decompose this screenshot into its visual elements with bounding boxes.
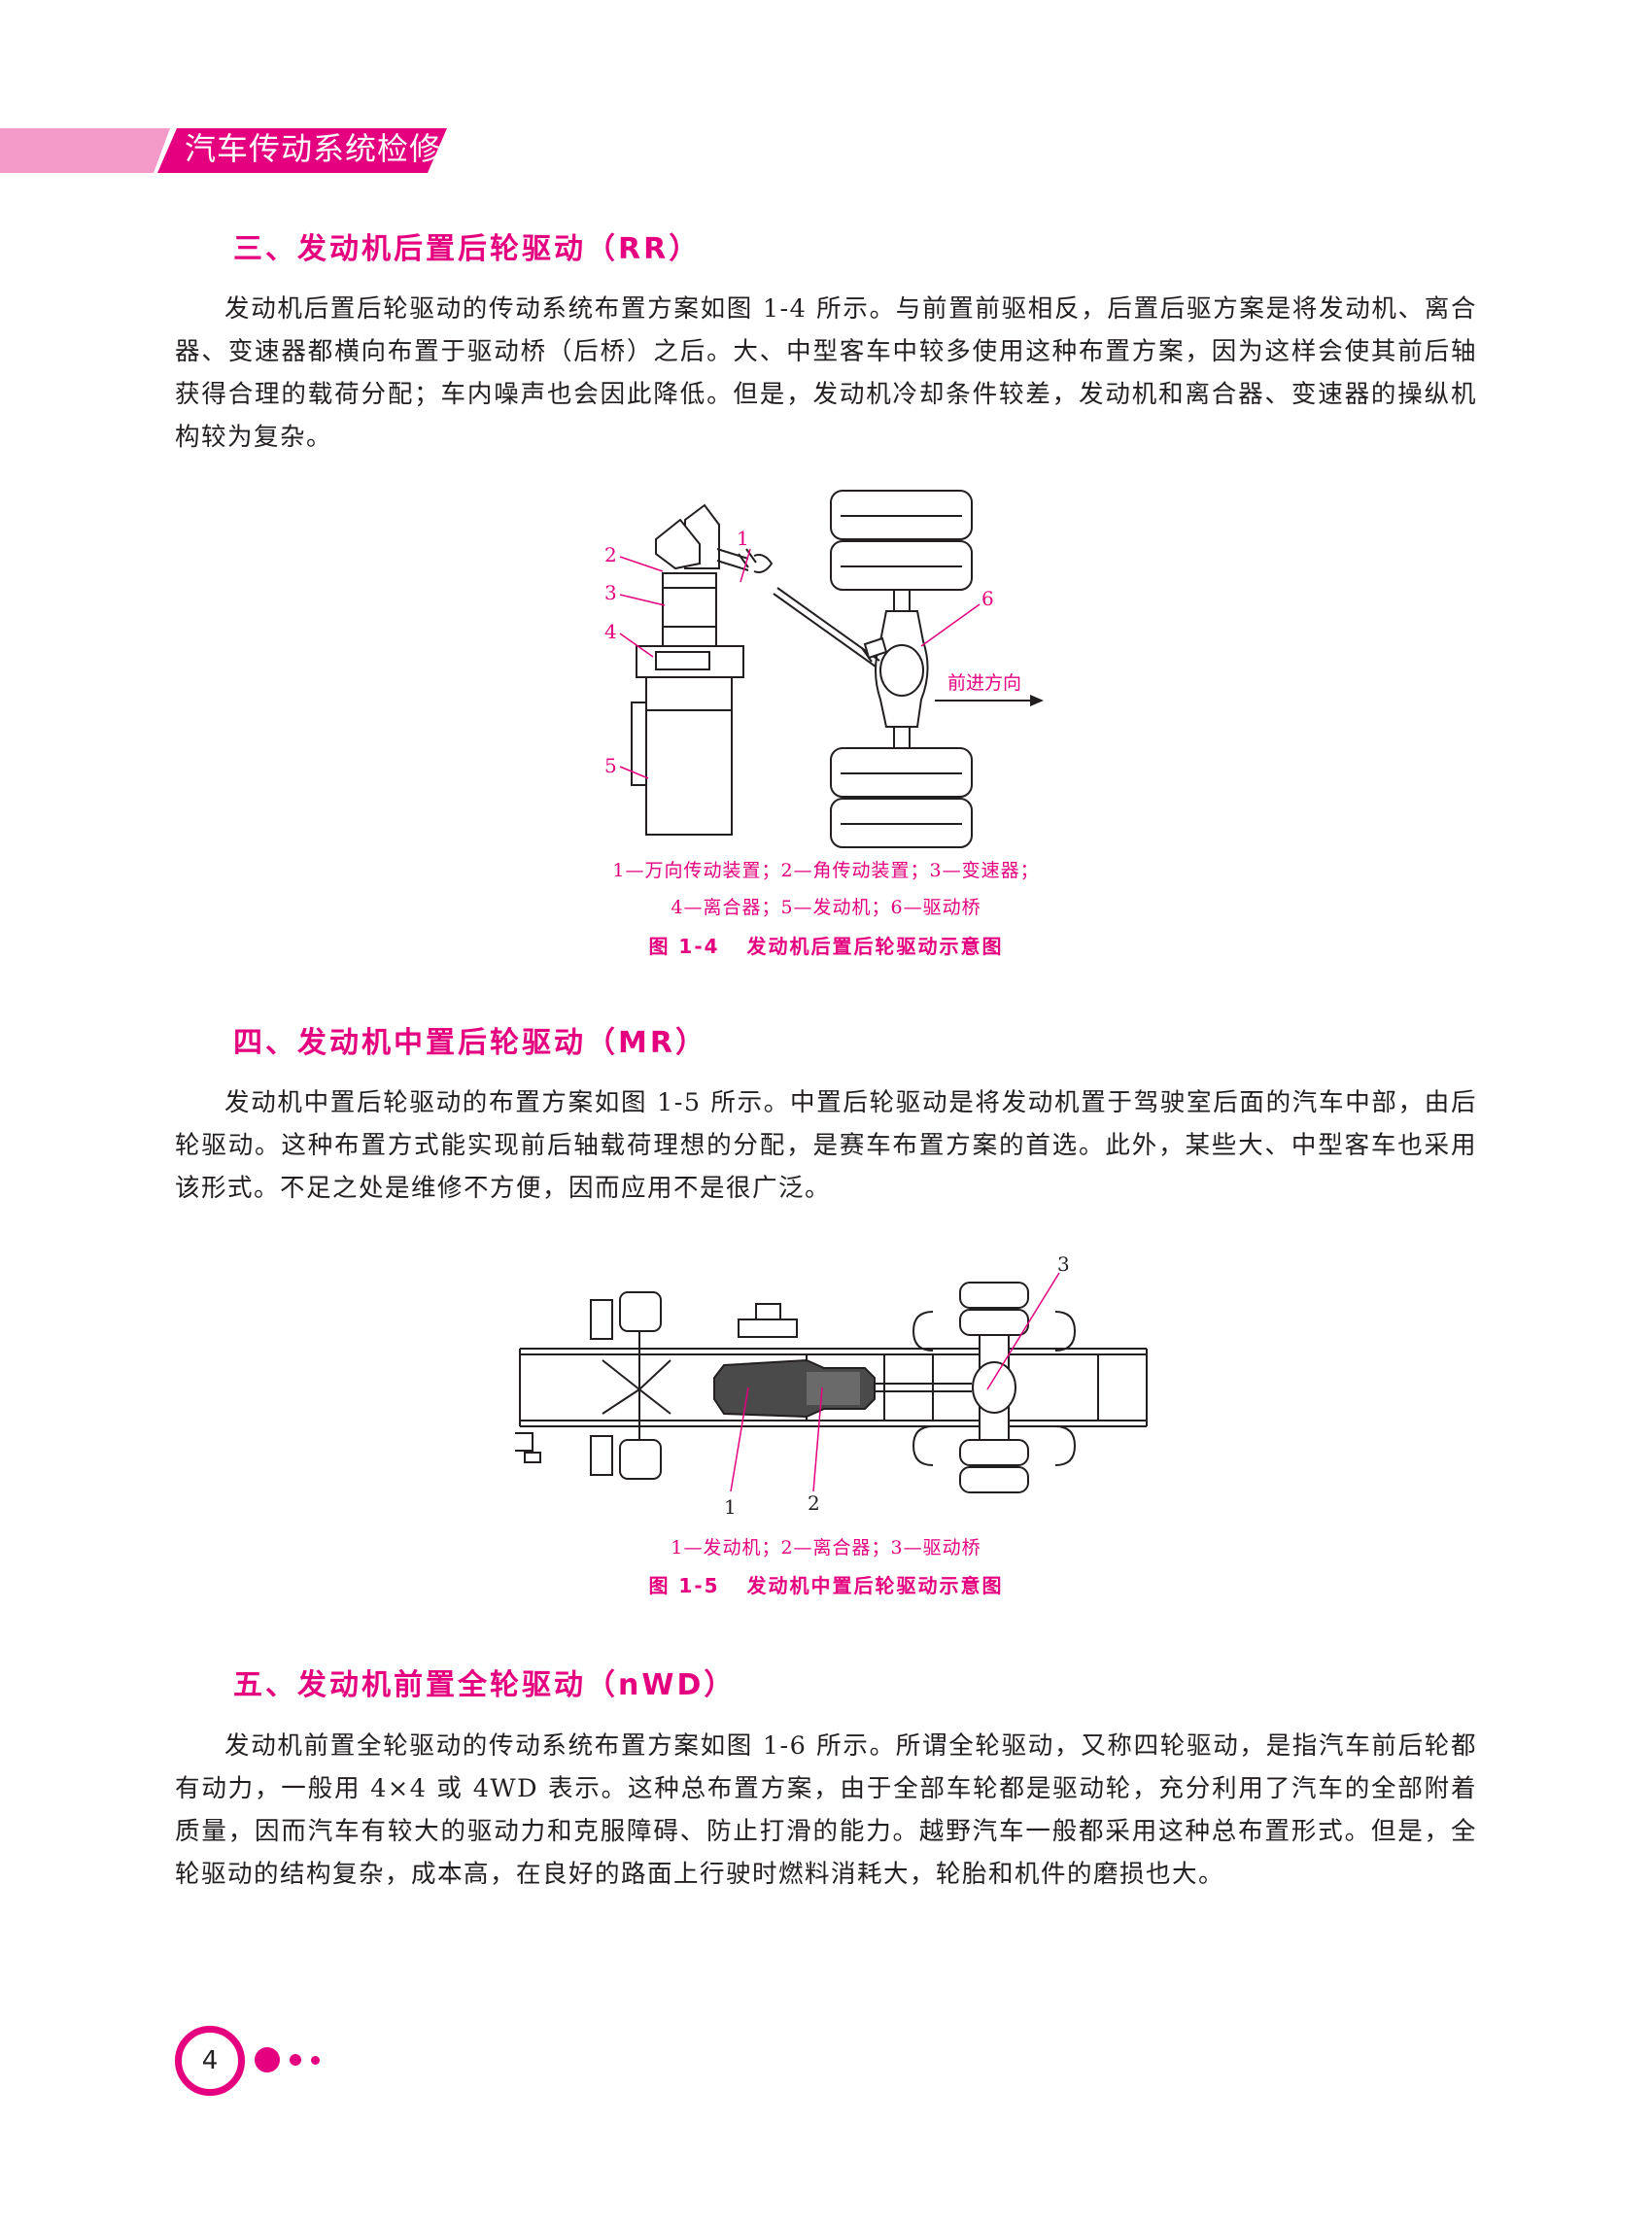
fig-1-5-title: 发动机中置后轮驱动示意图: [746, 1574, 1004, 1597]
header-band: [0, 124, 457, 173]
fig-1-5-label-1: 1: [724, 1495, 737, 1519]
fig-1-4-label-5: 5: [604, 754, 617, 777]
section-heading-nwd: 五、发动机前置全轮驱动（nWD）: [233, 1668, 737, 1702]
fig-1-5-legend: 1—发动机；2—离合器；3—驱动桥: [671, 1537, 981, 1558]
paragraph-nwd-text: 发动机前置全轮驱动的传动系统布置方案如图 1-6 所示。所谓全轮驱动，又称四轮驱…: [175, 1731, 1477, 1889]
paragraph-rr: 发动机后置后轮驱动的传动系统布置方案如图 1-4 所示。与前置前驱相反，后置后驱…: [175, 288, 1477, 459]
header-band-shape: [0, 128, 447, 173]
fig-1-4-label-1: 1: [737, 527, 749, 550]
fig-1-4-label-4: 4: [604, 620, 617, 643]
fig-1-4-caption: 图 1-4 发动机后置后轮驱动示意图: [0, 932, 1652, 961]
page-dot-small: [311, 2056, 320, 2065]
fig-1-4-label-2: 2: [604, 543, 617, 566]
figure-1-4-diagram: 1 2 3 4 5 6 前进方向: [604, 490, 1044, 848]
book-title: 汽车传动系统检修: [185, 130, 442, 167]
page-dot-large: [255, 2047, 280, 2072]
fig-1-4-label-3: 3: [604, 581, 617, 604]
fig-1-5-label-3: 3: [1057, 1253, 1070, 1276]
page-number-circle: 4: [175, 2026, 245, 2096]
paragraph-nwd: 发动机前置全轮驱动的传动系统布置方案如图 1-6 所示。所谓全轮驱动，又称四轮驱…: [175, 1725, 1477, 1896]
page-dot-medium: [290, 2054, 301, 2066]
fig-1-5-number: 图 1-5: [648, 1574, 720, 1597]
paragraph-mr-text: 发动机中置后轮驱动的布置方案如图 1-5 所示。中置后轮驱动是将发动机置于驾驶室…: [175, 1088, 1477, 1203]
paragraph-rr-text: 发动机后置后轮驱动的传动系统布置方案如图 1-4 所示。与前置前驱相反，后置后驱…: [175, 294, 1477, 452]
fig-1-5-caption: 图 1-5 发动机中置后轮驱动示意图: [0, 1571, 1652, 1600]
direction-label: 前进方向: [947, 672, 1021, 694]
fig-1-4-legend-line-1: 1—万向传动装置；2—角传动装置；3—变速器；: [612, 860, 1040, 881]
fig-1-5-label-2: 2: [808, 1491, 820, 1515]
fig-1-4-number: 图 1-4: [648, 935, 720, 958]
figure-1-5-diagram: 1 2 3: [515, 1253, 1148, 1519]
page-number: 4: [201, 2046, 219, 2075]
fig-1-4-label-6: 6: [981, 587, 994, 610]
section-heading-rr: 三、发动机后置后轮驱动（RR）: [233, 232, 702, 266]
paragraph-mr: 发动机中置后轮驱动的布置方案如图 1-5 所示。中置后轮驱动是将发动机置于驾驶室…: [175, 1081, 1477, 1210]
section-heading-mr: 四、发动机中置后轮驱动（MR）: [233, 1026, 707, 1060]
fig-1-4-legend-line-2: 4—离合器；5—发动机；6—驱动桥: [671, 897, 981, 918]
fig-1-4-title: 发动机后置后轮驱动示意图: [746, 935, 1004, 958]
